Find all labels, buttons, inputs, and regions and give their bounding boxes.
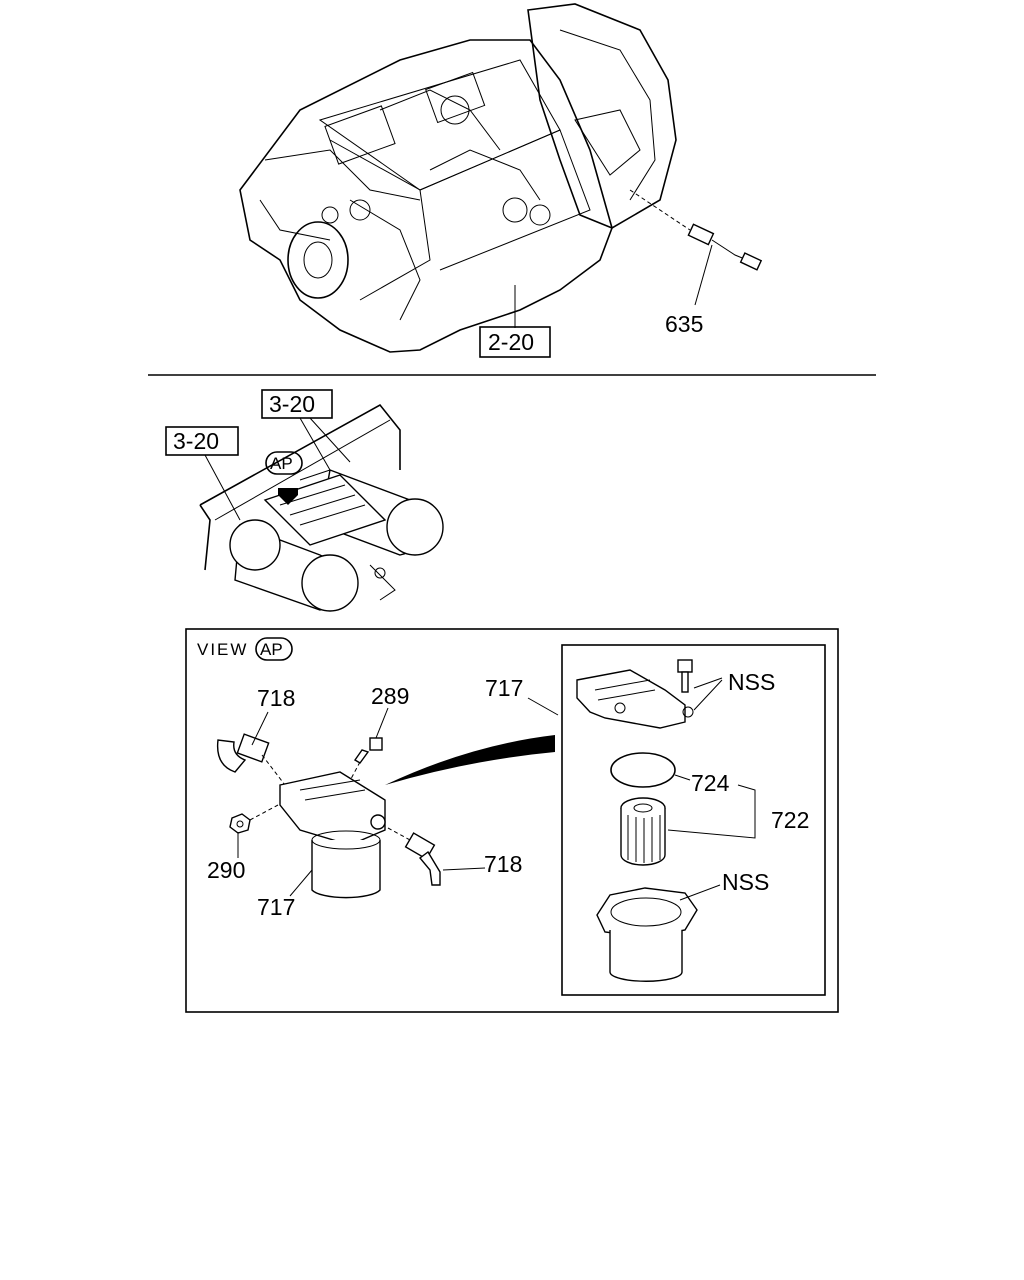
view-marker-label: AP [270, 454, 293, 473]
fuel-filter-assembly [216, 697, 559, 899]
filter-detail-frame [561, 644, 826, 996]
part-label-718-elbow-top: 718 [257, 685, 295, 711]
part-label-717-housing-detail: 717 [485, 675, 523, 701]
part-label-717-housing: 717 [257, 894, 295, 920]
view-marker-badge [265, 451, 303, 475]
part-label-718-elbow-right: 718 [484, 851, 522, 877]
ref-label-2-20: 2-20 [488, 329, 534, 355]
view-title-marker: AP [260, 640, 283, 659]
ref-box-3-20-left [165, 426, 239, 456]
part-label-289-bolt: 289 [371, 683, 409, 709]
filter-exploded-view [576, 659, 756, 982]
part-label-722-element: 722 [771, 807, 809, 833]
view-title: VIEW [197, 640, 248, 659]
ref-label-3-20-right: 3-20 [269, 391, 315, 417]
fuel-tank-illustration [199, 403, 444, 612]
part-label-635: 635 [665, 311, 703, 337]
ref-box-3-20-right [261, 389, 333, 419]
view-ap-frame [185, 628, 839, 1013]
part-label-nss-bottom: NSS [722, 869, 769, 895]
part-label-724-o-ring: 724 [691, 770, 730, 796]
view-arrow-icon [278, 488, 298, 505]
part-label-290-nut: 290 [207, 857, 245, 883]
ref-label-3-20-left: 3-20 [173, 428, 219, 454]
part-label-nss-top: NSS [728, 669, 775, 695]
transmission-illustration [239, 3, 763, 353]
ref-box-2-20 [479, 326, 551, 358]
view-title-badge [255, 637, 293, 661]
